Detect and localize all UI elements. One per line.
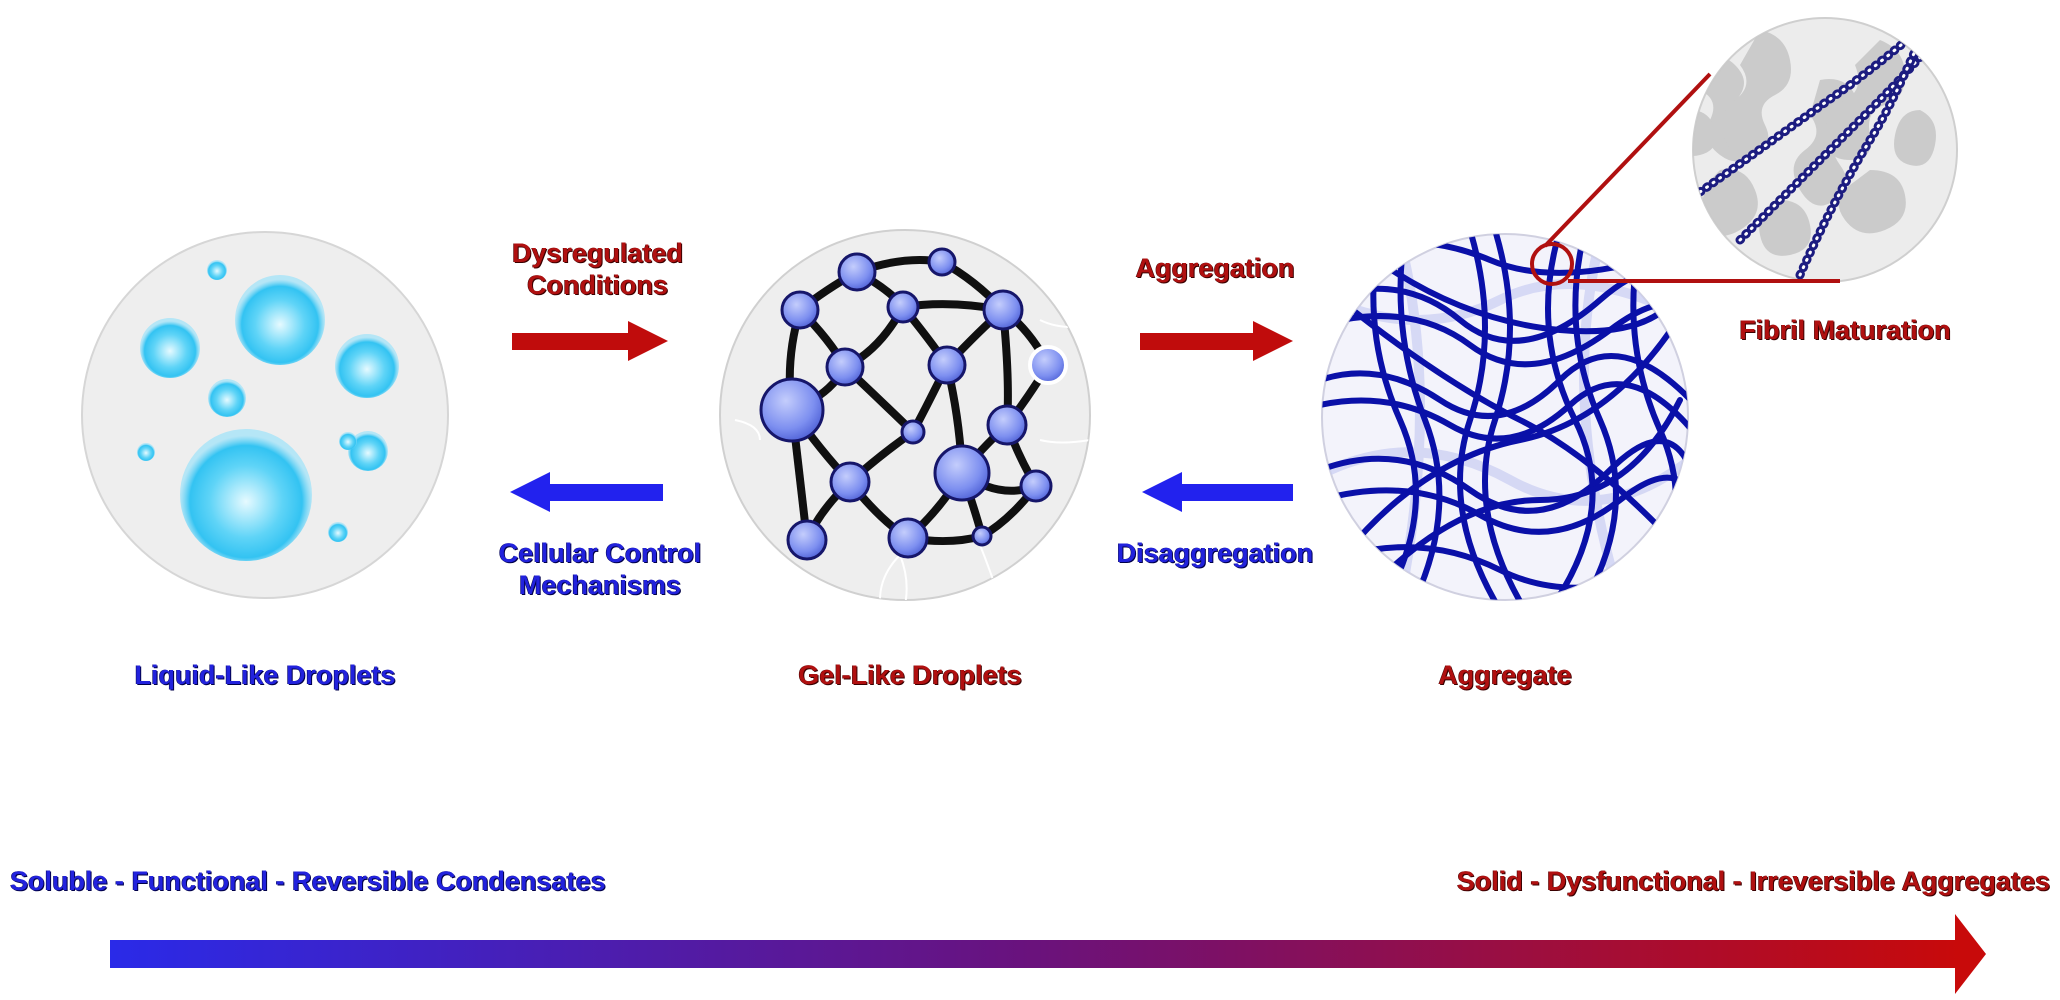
spectrum-arrow	[110, 914, 1986, 994]
transition-dysregulated-line1: Dysregulated	[511, 238, 684, 268]
fibril-network	[1322, 234, 1688, 600]
spectrum-left-label: Soluble - Functional - Reversible Conden…	[10, 866, 606, 896]
gel-nodes	[759, 247, 1068, 561]
inset-fibril-maturation-label: Fibril Maturation	[1739, 315, 1951, 345]
transition-cellular-control-line1: Cellular Control	[498, 538, 702, 568]
transition-disaggregation-label: Disaggregation	[1116, 538, 1314, 568]
stage-liquid-label: Liquid-Like Droplets	[134, 660, 396, 690]
transition-dysregulated-line2: Conditions	[527, 269, 668, 300]
liquid-droplets	[137, 260, 399, 561]
stage-aggregate-label: Aggregate	[1438, 660, 1572, 690]
transition-cellular-control-line2: Mechanisms	[518, 569, 682, 600]
spectrum-right-label: Solid - Dysfunctional - Irreversible Agg…	[1456, 866, 2050, 896]
liquid-droplets-circle	[81, 231, 449, 599]
aggregate-circle	[1321, 233, 1689, 601]
transition-cellular-control-label: Cellular Control Mechanisms	[460, 538, 740, 602]
zoom-indicator	[1530, 72, 1840, 286]
arrow-cellular-control	[510, 472, 663, 512]
arrow-disaggregation	[1142, 472, 1293, 512]
fibril-inset	[1692, 17, 1958, 283]
transition-dysregulated-label: Dysregulated Conditions	[470, 238, 725, 302]
transition-aggregation-label: Aggregation	[1135, 253, 1295, 283]
arrow-dysregulated	[512, 321, 668, 361]
gel-droplets-circle	[719, 229, 1091, 601]
stage-gel-label: Gel-Like Droplets	[798, 660, 1022, 690]
arrow-aggregation	[1140, 321, 1293, 361]
